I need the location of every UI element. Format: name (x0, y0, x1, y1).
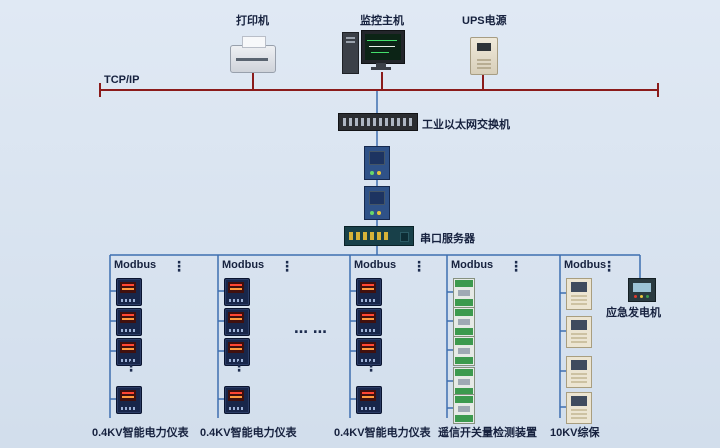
power-meter-icon (356, 338, 382, 366)
modbus-label-5: Modbus (564, 259, 607, 271)
tcpip-label: TCP/IP (104, 74, 140, 86)
io-module-icon (453, 367, 475, 397)
group-label-5: 10KV综保 (550, 427, 600, 439)
more-devices-ellipsis: ⋮ (509, 259, 523, 275)
power-meter-icon (356, 386, 382, 414)
modbus-label-1: Modbus (114, 259, 157, 271)
more-devices-ellipsis: ⋮ (412, 259, 426, 275)
printer-label: 打印机 (236, 15, 269, 27)
modbus-label-4: Modbus (451, 259, 494, 271)
monitor-host-icon (342, 30, 406, 74)
protection-relay-icon (566, 278, 592, 310)
more-devices-ellipsis: ⋮ (172, 259, 186, 275)
more-devices-ellipsis: ⋮ (124, 359, 138, 375)
power-meter-icon (224, 278, 250, 306)
io-module-icon (453, 307, 475, 337)
ups-label: UPS电源 (462, 15, 507, 27)
printer-slot (236, 58, 268, 61)
group-label-3: 0.4KV智能电力仪表 (334, 427, 431, 439)
io-module-icon (453, 278, 475, 308)
more-devices-ellipsis: ⋮ (232, 359, 246, 375)
generator-controller-icon (628, 278, 656, 302)
printer-icon (230, 36, 276, 73)
serial-server-label: 串口服务器 (420, 233, 475, 245)
modbus-label-2: Modbus (222, 259, 265, 271)
media-converter-icon (364, 186, 390, 220)
more-devices-ellipsis: ⋮ (280, 259, 294, 275)
power-meter-icon (356, 278, 382, 306)
power-meter-icon (224, 308, 250, 336)
field-bus-lines (109, 91, 641, 418)
power-meter-icon (116, 386, 142, 414)
group-label-4: 遥信开关量检测装置 (438, 427, 537, 439)
io-module-icon (453, 336, 475, 366)
pc-monitor-icon (361, 30, 405, 64)
pc-tower-icon (342, 32, 359, 74)
io-module-icon (453, 394, 475, 424)
monitor-host-label: 监控主机 (360, 15, 404, 27)
protection-relay-icon (566, 316, 592, 348)
pc-monitor-stand (371, 63, 391, 70)
more-groups-ellipsis: … … (294, 321, 327, 337)
group-label-2: 0.4KV智能电力仪表 (200, 427, 297, 439)
group-label-1: 0.4KV智能电力仪表 (92, 427, 189, 439)
generator-label: 应急发电机 (606, 307, 661, 319)
ups-icon (470, 37, 498, 75)
power-meter-icon (356, 308, 382, 336)
serial-server-icon (344, 226, 414, 246)
tcpip-bus-line (99, 72, 659, 97)
protection-relay-icon (566, 392, 592, 424)
protection-relay-icon (566, 356, 592, 388)
power-meter-icon (224, 386, 250, 414)
power-meter-icon (116, 338, 142, 366)
modbus-label-3: Modbus (354, 259, 397, 271)
power-meter-icon (116, 278, 142, 306)
media-converter-icon (364, 146, 390, 180)
ethernet-switch-label: 工业以太网交换机 (422, 119, 510, 131)
more-devices-ellipsis: ⋮ (364, 359, 378, 375)
power-meter-icon (224, 338, 250, 366)
ethernet-switch-icon (338, 113, 418, 131)
more-devices-ellipsis: ⋮ (602, 259, 616, 275)
power-meter-icon (116, 308, 142, 336)
